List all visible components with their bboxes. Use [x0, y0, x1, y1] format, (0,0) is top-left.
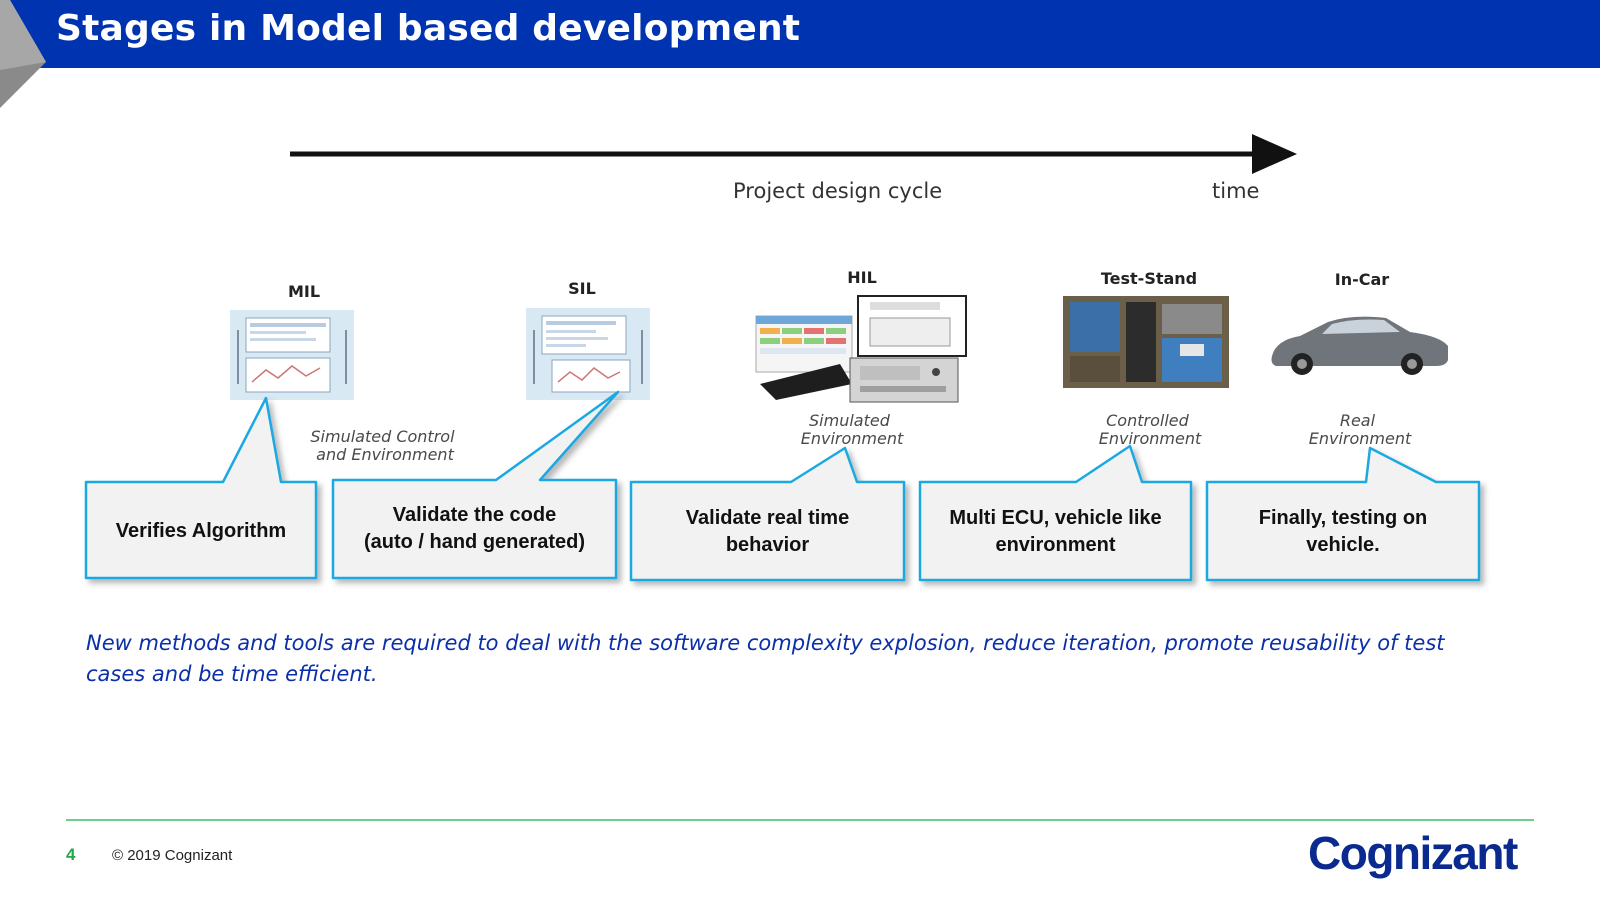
- car-icon: [1271, 316, 1448, 375]
- timeline-end-label: time: [1212, 179, 1259, 203]
- callout-validate-real-time: Validate real time behavior: [685, 507, 850, 556]
- env-label-in-car-line1: Real: [1340, 411, 1376, 430]
- env-label-test-stand-line2: Environment: [1099, 429, 1202, 448]
- hil-rig-icon: [755, 295, 967, 403]
- callout-shape-test-stand: [918, 444, 1193, 582]
- test-stand-photo-icon: [1063, 296, 1229, 388]
- env-label-test-stand: Controlled Environment: [1099, 411, 1202, 448]
- footer-divider: [66, 819, 1534, 821]
- env-label-mil: Simulated Control and Environment: [310, 427, 459, 464]
- stage-label-sil: SIL: [568, 279, 596, 298]
- page-number: 4: [66, 845, 76, 864]
- timeline-axis-label: Project design cycle: [733, 179, 942, 203]
- callout-multi-ecu: Multi ECU, vehicle like environment: [949, 507, 1162, 556]
- env-label-mil-line1: Simulated Control: [310, 427, 455, 446]
- callout-shape-mil: [84, 396, 318, 580]
- stage-label-in-car: In-Car: [1335, 270, 1390, 289]
- stage-label-test-stand: Test-Stand: [1101, 269, 1197, 288]
- env-label-hil-line2: Environment: [801, 429, 904, 448]
- env-label-in-car: Real Environment: [1309, 411, 1412, 448]
- callout-validate-code: Validate the code (auto / hand generated…: [363, 504, 586, 553]
- callout-shape-in-car: [1205, 446, 1481, 582]
- page-title: Stages in Model based development: [56, 8, 801, 49]
- header-bar: [0, 0, 1600, 68]
- callout-testing-on-vehicle: Finally, testing on vehicle.: [1258, 507, 1428, 556]
- env-label-test-stand-line1: Controlled: [1106, 411, 1189, 430]
- stage-label-hil: HIL: [847, 268, 877, 287]
- stage-label-mil: MIL: [288, 282, 320, 301]
- cognizant-logo: Cognizant: [1308, 827, 1518, 879]
- code-screens-icon: [526, 308, 650, 400]
- env-label-in-car-line2: Environment: [1309, 429, 1412, 448]
- callout-verifies-algorithm: Verifies Algorithm: [115, 519, 287, 542]
- callout-shape-hil: [629, 446, 906, 582]
- env-label-hil: Simulated Environment: [801, 411, 904, 448]
- copyright: © 2019 Cognizant: [112, 847, 233, 864]
- header-chevron-icon: [0, 0, 46, 108]
- callout-shape-sil: [331, 390, 620, 580]
- env-label-hil-line1: Simulated: [809, 411, 891, 430]
- simulation-screens-icon: [230, 310, 354, 400]
- summary-note: New methods and tools are required to de…: [86, 631, 1445, 686]
- env-label-mil-line2: and Environment: [316, 445, 454, 464]
